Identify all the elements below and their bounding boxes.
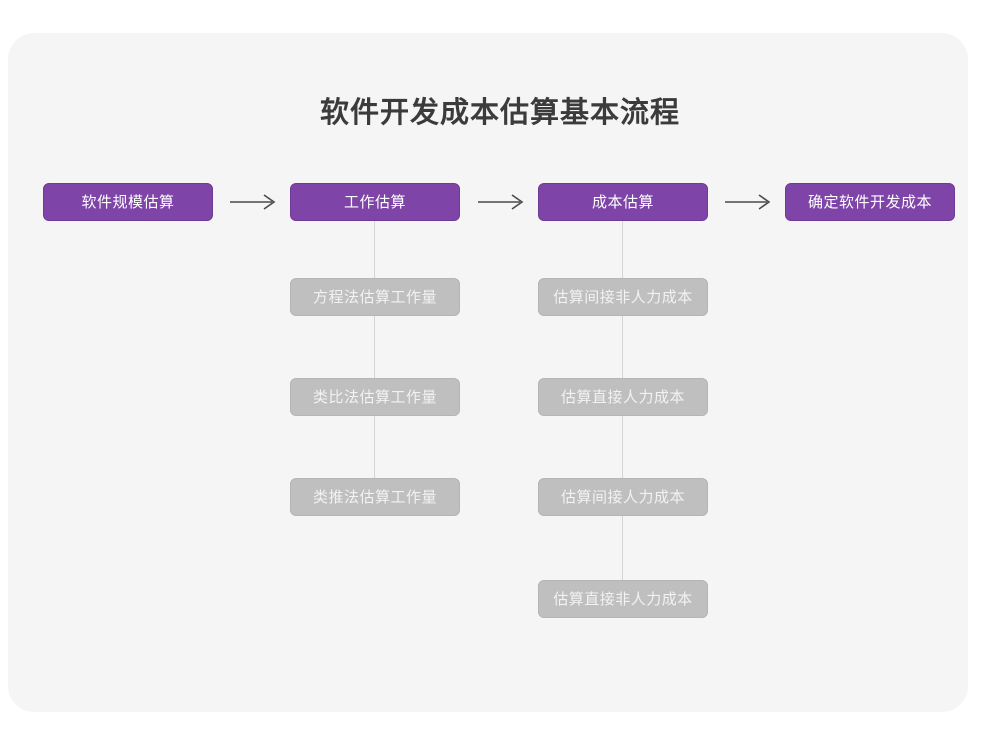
substep-node-indirect-labor-cost[interactable]: 估算间接人力成本	[538, 478, 708, 516]
long-right-arrow-icon	[725, 194, 771, 210]
stage-node-software-scale-estimation[interactable]: 软件规模估算	[43, 183, 213, 221]
substep-node-inference-method-workload[interactable]: 类推法估算工作量	[290, 478, 460, 516]
substep-node-analogy-method-workload[interactable]: 类比法估算工作量	[290, 378, 460, 416]
arrow-stage2-to-stage3	[476, 192, 526, 212]
long-right-arrow-icon	[478, 194, 524, 210]
substep-node-direct-labor-cost[interactable]: 估算直接人力成本	[538, 378, 708, 416]
stage-node-work-estimation[interactable]: 工作估算	[290, 183, 460, 221]
substep-node-indirect-non-labor-cost[interactable]: 估算间接非人力成本	[538, 278, 708, 316]
arrow-stage1-to-stage2	[228, 192, 278, 212]
arrow-stage3-to-stage4	[723, 192, 773, 212]
connector-line-stage-2	[374, 207, 375, 498]
substep-node-equation-method-workload[interactable]: 方程法估算工作量	[290, 278, 460, 316]
substep-node-direct-non-labor-cost[interactable]: 估算直接非人力成本	[538, 580, 708, 618]
page-title: 软件开发成本估算基本流程	[319, 97, 680, 129]
stage-node-cost-estimation[interactable]: 成本估算	[538, 183, 708, 221]
stage-node-determine-development-cost[interactable]: 确定软件开发成本	[785, 183, 955, 221]
long-right-arrow-icon	[230, 194, 276, 210]
diagram-card	[8, 33, 968, 712]
